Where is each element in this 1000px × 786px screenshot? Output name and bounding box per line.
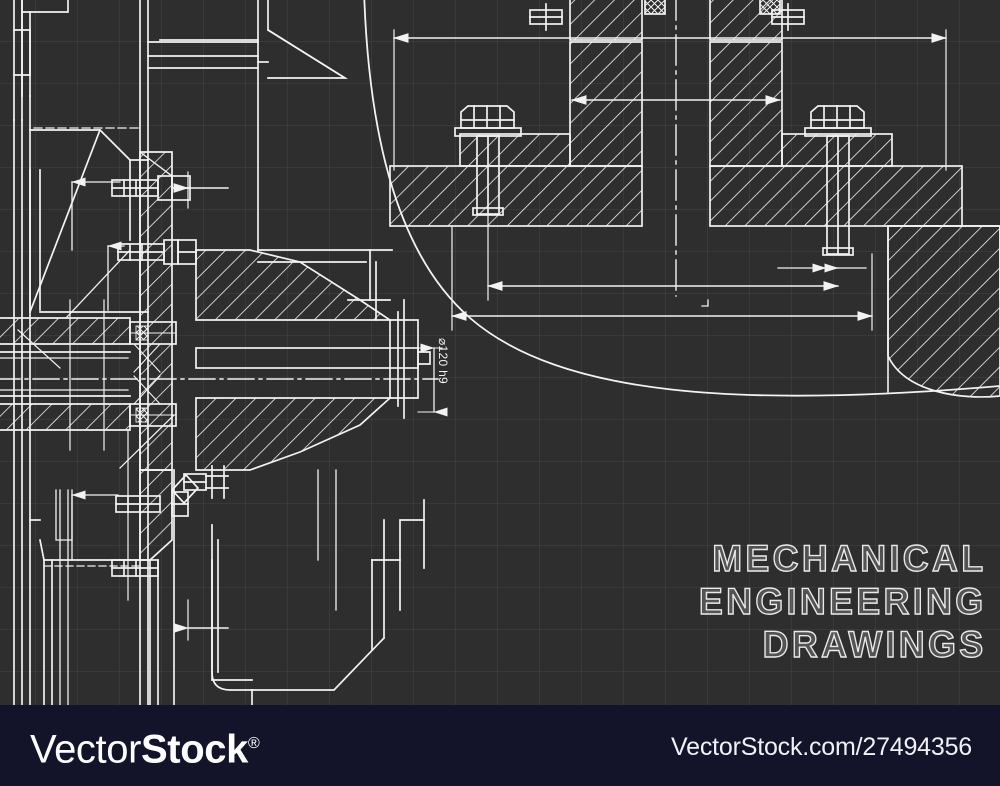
leader-line-1: [17, 329, 61, 369]
flange-base-left: [389, 165, 643, 227]
upper-hub-left-column: [529, 0, 805, 41]
slab-upper: [0, 317, 131, 345]
vectorstock-logo: VectorStock®: [30, 722, 260, 771]
boss-right: [709, 41, 783, 167]
hex-bolt-left: [454, 105, 522, 216]
lower-right-body: [211, 499, 425, 705]
drawing-area: ⌀120 h9 MECHANICAL ENGINEERING DRAWINGS: [0, 0, 1000, 705]
hub-front-face: [389, 299, 419, 419]
hub-lower-hatch: [195, 397, 393, 471]
top-wedge: [267, 0, 348, 79]
lower-cone-flange: [29, 489, 141, 705]
dimension-left-vertical-1: [71, 177, 121, 251]
registered-mark-icon: ®: [247, 735, 260, 752]
hub-upper-hatch: [195, 249, 393, 321]
shaft-diameter-label: ⌀120 h9: [436, 338, 450, 385]
shaft: [195, 347, 431, 369]
bearing-upper: [129, 321, 177, 373]
leader-line-3: [119, 414, 175, 469]
mid-right-body: [257, 249, 393, 321]
cone-body: [28, 127, 149, 314]
angled-bolt: [170, 465, 229, 505]
dimension-left-vertical-2: [107, 241, 125, 311]
dimension-shaft-diameter: [417, 343, 448, 417]
logo-text-light: Vector: [30, 727, 141, 772]
technical-drawing: [0, 0, 1000, 705]
upper-plate: [147, 0, 259, 251]
watermark-footer: [0, 705, 1000, 786]
dimension-overall-width: [393, 29, 947, 171]
logo-text-bold: Stock: [141, 727, 248, 772]
hex-bolt-right: [804, 105, 872, 256]
vectorstock-url: VectorStock.com/27494356: [671, 733, 972, 761]
flange-base-right: [709, 165, 963, 227]
flange-bolt-upper: [111, 175, 191, 201]
sweep-arc-main: [363, 0, 1000, 397]
dimension-lower-overall: [451, 225, 873, 331]
dimension-arrow-upper-right: [173, 171, 229, 209]
lower-bolt-left: [111, 559, 159, 577]
dimension-left-vertical-3: [71, 490, 119, 561]
flange-bolt-lower: [117, 239, 197, 265]
boss-left: [569, 41, 643, 167]
bottom-rails: [149, 469, 175, 705]
dimension-arrow-lower-right: [173, 599, 229, 641]
slab-lower: [0, 403, 131, 431]
leader-line-2: [65, 249, 131, 319]
right-hatched-wedge: [887, 225, 1000, 398]
lower-flange-hatch: [139, 469, 173, 561]
dimension-bolt-span: [487, 213, 839, 301]
